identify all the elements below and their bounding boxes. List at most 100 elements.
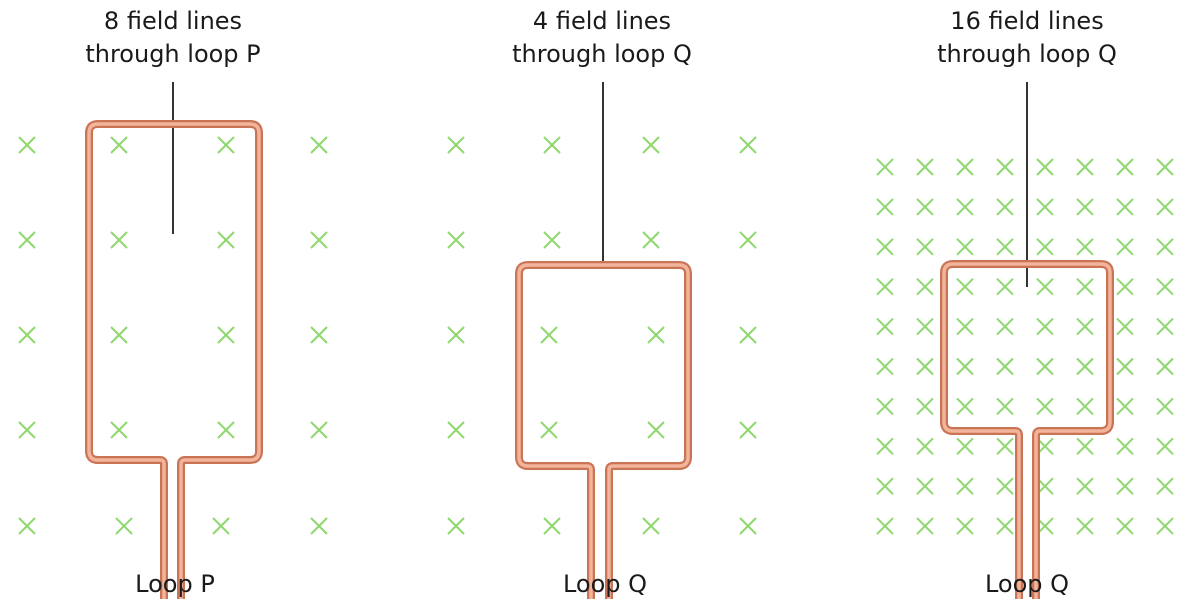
field-marker-p3-r0c2 xyxy=(956,158,974,176)
field-marker-p2-r3c3 xyxy=(739,421,757,439)
field-marker-p2-r1c1 xyxy=(543,231,561,249)
field-marker-p1-r0c3 xyxy=(310,136,328,154)
field-marker-p1-r4c3 xyxy=(310,517,328,535)
field-marker-p3-r3c7 xyxy=(1156,277,1174,296)
field-marker-p2-r4c2 xyxy=(642,517,660,535)
wire-loop-q-small xyxy=(515,261,692,599)
panel-2-caption-line1: 4 field lines xyxy=(532,7,672,35)
field-marker-p3-r7c1 xyxy=(916,437,934,456)
field-marker-p2-r1c2 xyxy=(642,231,660,249)
field-marker-p1-r4c1 xyxy=(115,517,133,535)
field-marker-p2-r3c1 xyxy=(540,421,558,439)
field-marker-p2-r0c2 xyxy=(642,136,660,154)
field-marker-p3-r5c1 xyxy=(916,357,934,376)
panel-3-caption-line2: through loop Q xyxy=(937,40,1117,68)
field-marker-p3-r1c0 xyxy=(876,198,894,216)
field-marker-p1-r3c0 xyxy=(18,421,36,439)
field-marker-p1-r3c1 xyxy=(110,421,128,439)
field-marker-p3-r7c3 xyxy=(996,437,1014,456)
field-marker-p2-r2c2 xyxy=(647,326,665,344)
field-marker-p3-r9c7 xyxy=(1156,517,1174,535)
field-marker-p3-r8c3 xyxy=(996,477,1014,495)
field-marker-p3-r2c4 xyxy=(1036,238,1054,256)
field-marker-p1-r1c0 xyxy=(18,231,36,249)
field-marker-p2-r0c0 xyxy=(447,136,465,154)
field-marker-p1-r0c1 xyxy=(110,136,128,154)
field-marker-p3-r3c2 xyxy=(956,277,974,296)
field-marker-p3-r6c6 xyxy=(1116,397,1134,416)
field-marker-p1-r1c2 xyxy=(217,231,235,249)
field-marker-p3-r0c1 xyxy=(916,158,934,176)
field-marker-p3-r8c1 xyxy=(916,477,934,495)
panel-1-caption-line1: 8 field lines xyxy=(103,7,243,35)
field-marker-p2-r2c3 xyxy=(739,326,757,344)
field-marker-p3-r6c1 xyxy=(916,397,934,416)
field-marker-p3-r7c0 xyxy=(876,437,894,456)
field-marker-p3-r9c2 xyxy=(956,517,974,535)
field-marker-p2-r0c1 xyxy=(543,136,561,154)
field-marker-p3-r6c2 xyxy=(956,397,974,416)
panel-3-loop-label: Loop Q xyxy=(984,570,1070,598)
field-marker-p1-r1c1 xyxy=(110,231,128,249)
field-marker-p3-r5c4 xyxy=(1036,357,1054,376)
field-marker-p3-r4c1 xyxy=(916,317,934,336)
panel-2-caption: 4 field lines through loop Q xyxy=(502,5,702,71)
field-marker-p3-r5c5 xyxy=(1076,357,1094,376)
field-marker-p3-r2c5 xyxy=(1076,238,1094,256)
field-marker-p3-r3c0 xyxy=(876,277,894,296)
field-marker-p1-r1c3 xyxy=(310,231,328,249)
field-marker-p3-r6c4 xyxy=(1036,397,1054,416)
field-marker-p3-r1c5 xyxy=(1076,198,1094,216)
field-marker-p3-r8c7 xyxy=(1156,477,1174,495)
field-marker-p3-r1c6 xyxy=(1116,198,1134,216)
field-marker-p3-r6c0 xyxy=(876,397,894,416)
panel-2-caption-line2: through loop Q xyxy=(512,40,692,68)
panel-1-loop-label: Loop P xyxy=(135,570,215,598)
field-marker-p3-r4c2 xyxy=(956,317,974,336)
field-marker-p3-r0c5 xyxy=(1076,158,1094,176)
field-marker-p2-r1c0 xyxy=(447,231,465,249)
field-marker-p3-r0c4 xyxy=(1036,158,1054,176)
field-marker-p2-r4c3 xyxy=(739,517,757,535)
field-marker-p1-r3c2 xyxy=(217,421,235,439)
field-marker-p3-r5c2 xyxy=(956,357,974,376)
field-marker-p1-r0c2 xyxy=(217,136,235,154)
panel-2-loop-label: Loop Q xyxy=(562,570,648,598)
panel-3-caption-line1: 16 field lines xyxy=(950,7,1104,35)
field-marker-p3-r3c6 xyxy=(1116,277,1134,296)
field-marker-p3-r8c6 xyxy=(1116,477,1134,495)
field-marker-p2-r0c3 xyxy=(739,136,757,154)
field-marker-p3-r1c3 xyxy=(996,198,1014,216)
field-marker-p3-r0c3 xyxy=(996,158,1014,176)
field-marker-p2-r2c0 xyxy=(447,326,465,344)
field-marker-p3-r0c6 xyxy=(1116,158,1134,176)
field-marker-p3-r2c0 xyxy=(876,238,894,256)
field-marker-p3-r8c2 xyxy=(956,477,974,495)
field-marker-p3-r4c4 xyxy=(1036,317,1054,336)
field-marker-p3-r1c7 xyxy=(1156,198,1174,216)
field-marker-p3-r7c6 xyxy=(1116,437,1134,456)
wire-loops xyxy=(85,120,1114,599)
field-marker-p3-r4c7 xyxy=(1156,317,1174,336)
field-marker-p2-r4c1 xyxy=(543,517,561,535)
field-marker-p2-r3c0 xyxy=(447,421,465,439)
field-marker-p1-r4c0 xyxy=(18,517,36,535)
field-marker-p3-r4c0 xyxy=(876,317,894,336)
field-marker-p1-r2c1 xyxy=(110,326,128,344)
field-marker-p3-r6c5 xyxy=(1076,397,1094,416)
magnetic-field-markers xyxy=(18,136,1174,535)
field-marker-p3-r2c3 xyxy=(996,238,1014,256)
field-marker-p3-r5c0 xyxy=(876,357,894,376)
field-marker-p3-r2c7 xyxy=(1156,238,1174,256)
field-marker-p3-r3c4 xyxy=(1036,277,1054,296)
field-marker-p3-r0c7 xyxy=(1156,158,1174,176)
field-marker-p3-r7c2 xyxy=(956,437,974,456)
field-marker-p3-r9c0 xyxy=(876,517,894,535)
field-marker-p1-r2c3 xyxy=(310,326,328,344)
field-marker-p3-r1c2 xyxy=(956,198,974,216)
field-marker-p1-r0c0 xyxy=(18,136,36,154)
pointer-lines xyxy=(172,82,1028,287)
field-marker-p3-r9c5 xyxy=(1076,517,1094,535)
field-marker-p3-r2c2 xyxy=(956,238,974,256)
